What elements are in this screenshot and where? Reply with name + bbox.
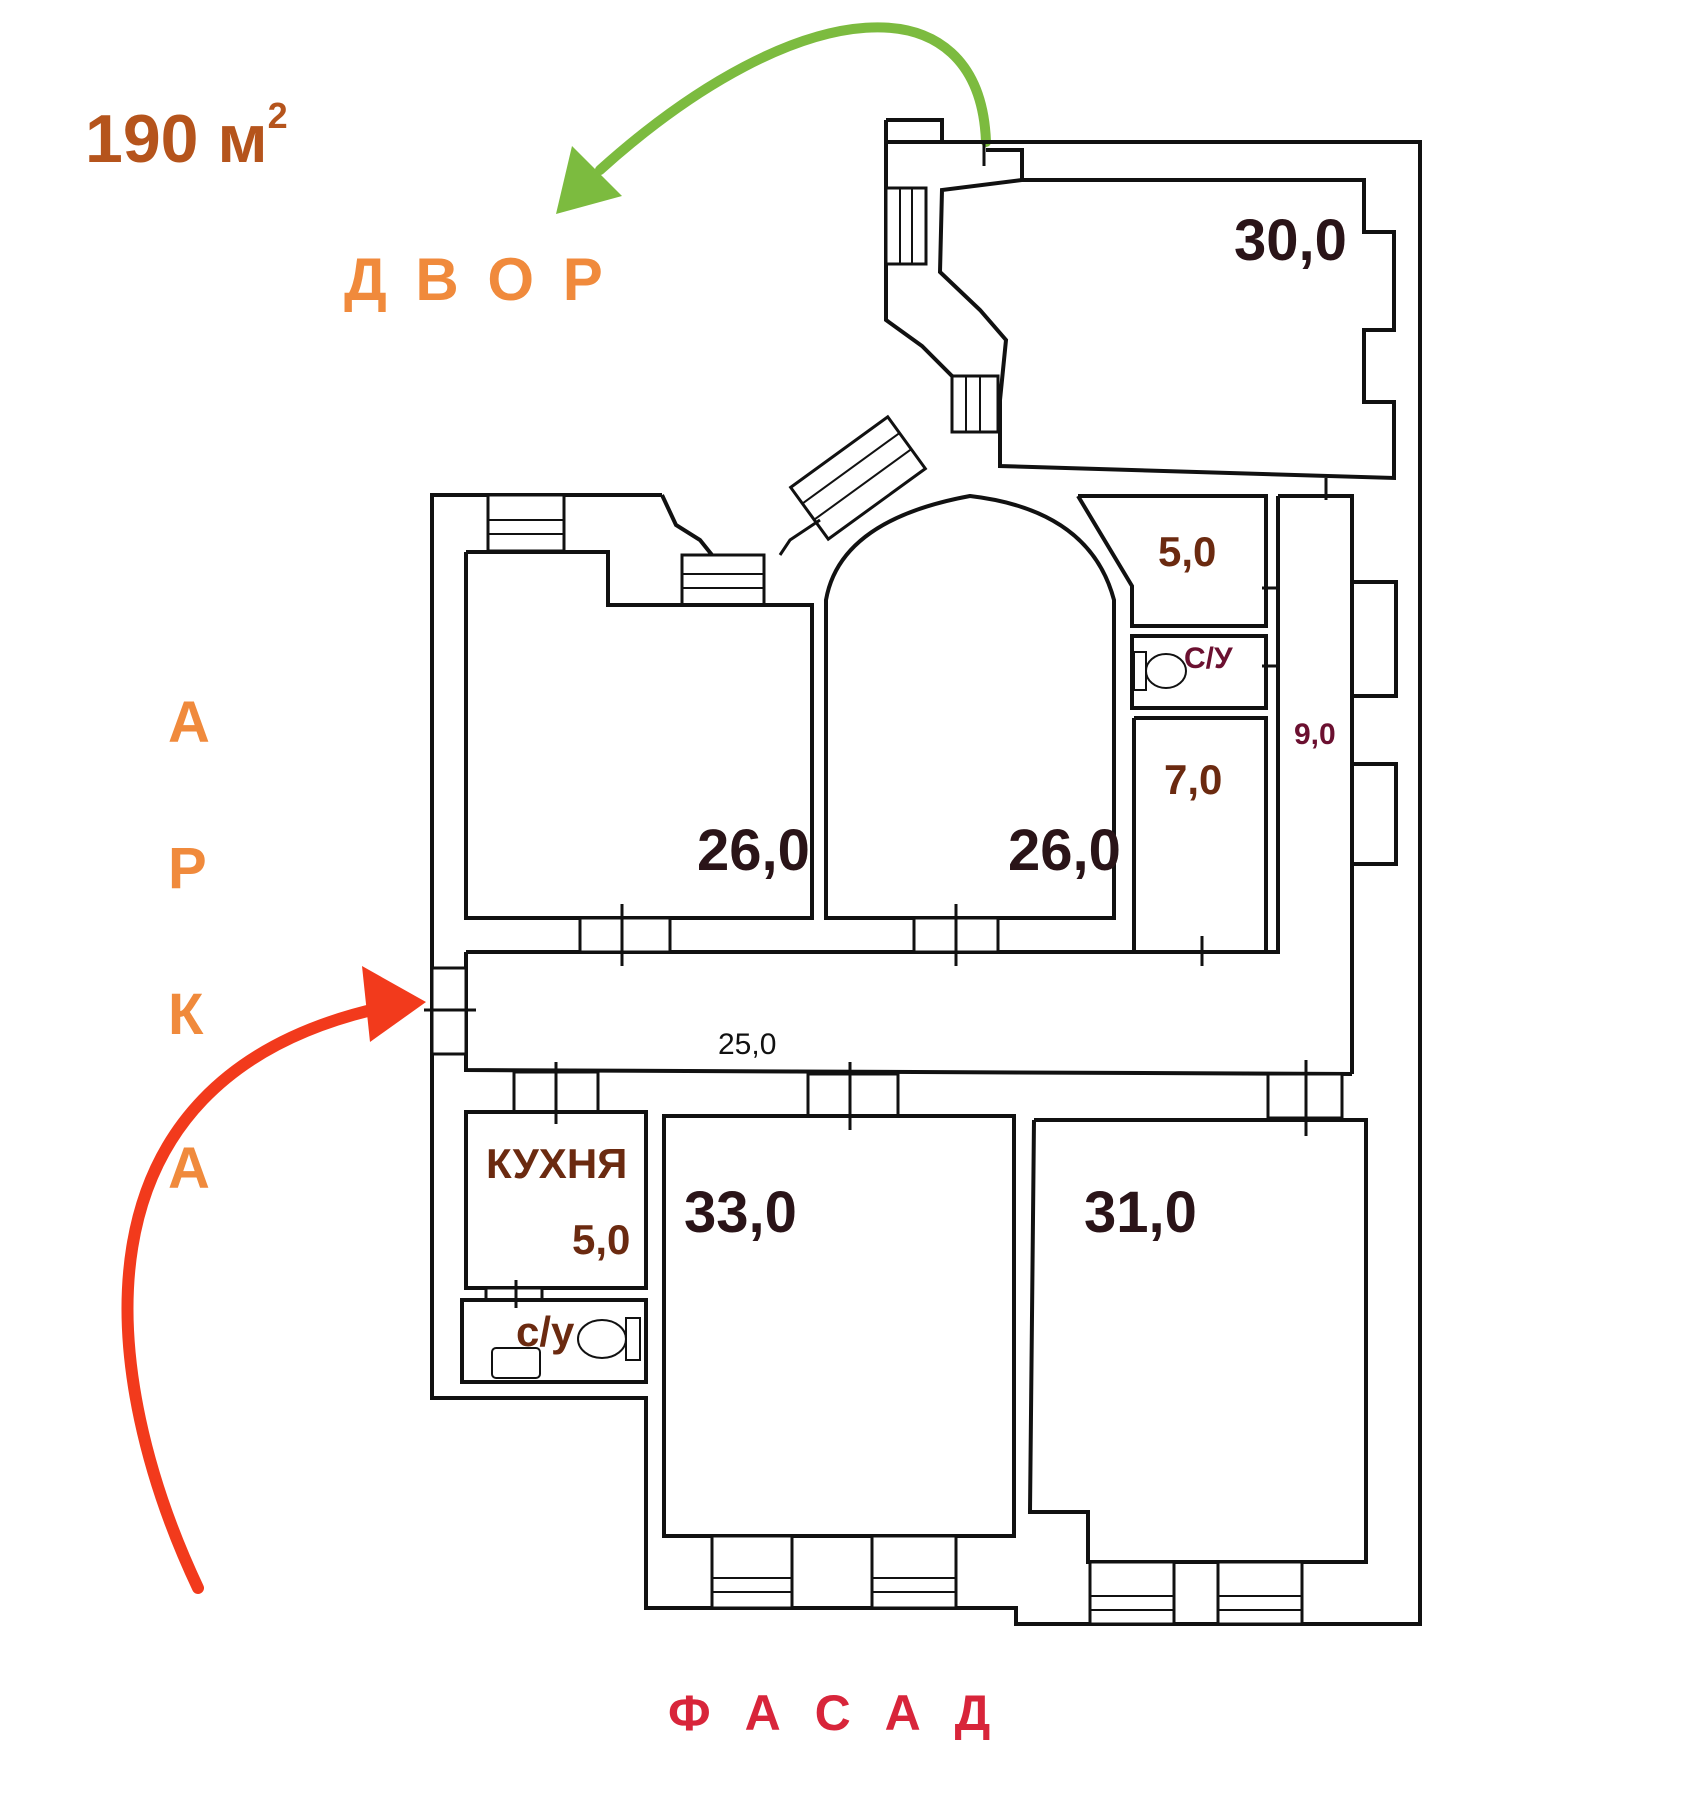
arch-letter-4: А — [168, 1136, 210, 1201]
kitchen-label: КУХНЯ — [486, 1140, 627, 1187]
kitchen: КУХНЯ 5,0 — [464, 1110, 648, 1308]
courtyard-label: Д В О Р — [344, 246, 609, 313]
room-30: 30,0 — [937, 148, 1396, 481]
room-31: 31,0 — [1027, 1118, 1368, 1626]
room-26-middle: 26,0 — [778, 493, 1121, 920]
room-33: 33,0 — [662, 1114, 1016, 1610]
arch-letter-3: К — [168, 982, 204, 1047]
wc-lower: с/у — [460, 1298, 648, 1384]
outer-walls — [430, 118, 1422, 1626]
room-26-middle-area: 26,0 — [1008, 818, 1121, 883]
toilet-icon-lower — [577, 1317, 641, 1361]
courtyard-exit-arrow — [556, 22, 991, 214]
corridor-right: 9,0 — [1134, 494, 1398, 1074]
arch-letter-1: А — [168, 690, 210, 755]
room-26-left: 26,0 — [464, 550, 814, 920]
corridor-right-area: 9,0 — [1294, 718, 1336, 751]
room-30-area: 30,0 — [1234, 208, 1347, 273]
bathtub-icon — [491, 1347, 541, 1379]
window-blocks — [486, 186, 1000, 607]
total-area-label: 190 м2 — [85, 95, 288, 177]
arch-entry-arrow — [121, 966, 426, 1594]
room-5-area: 5,0 — [1158, 528, 1216, 575]
room-31-area: 31,0 — [1084, 1180, 1197, 1245]
wc-upper-label: С/У — [1184, 642, 1233, 675]
corridor-main-area: 25,0 — [718, 1028, 776, 1061]
toilet-icon-upper — [1133, 651, 1187, 691]
corridor-main: 25,0 — [424, 950, 1353, 1076]
room-33-area: 33,0 — [684, 1180, 797, 1245]
facade-label: Ф А С А Д — [668, 1685, 1000, 1741]
door-markers — [512, 140, 1344, 1136]
small-rooms-column: 5,0 С/У 7,0 — [1076, 494, 1268, 954]
room-7-area: 7,0 — [1164, 756, 1222, 803]
kitchen-area: 5,0 — [572, 1216, 630, 1263]
room-26-left-area: 26,0 — [697, 818, 810, 883]
arch-letter-2: Р — [168, 836, 207, 901]
